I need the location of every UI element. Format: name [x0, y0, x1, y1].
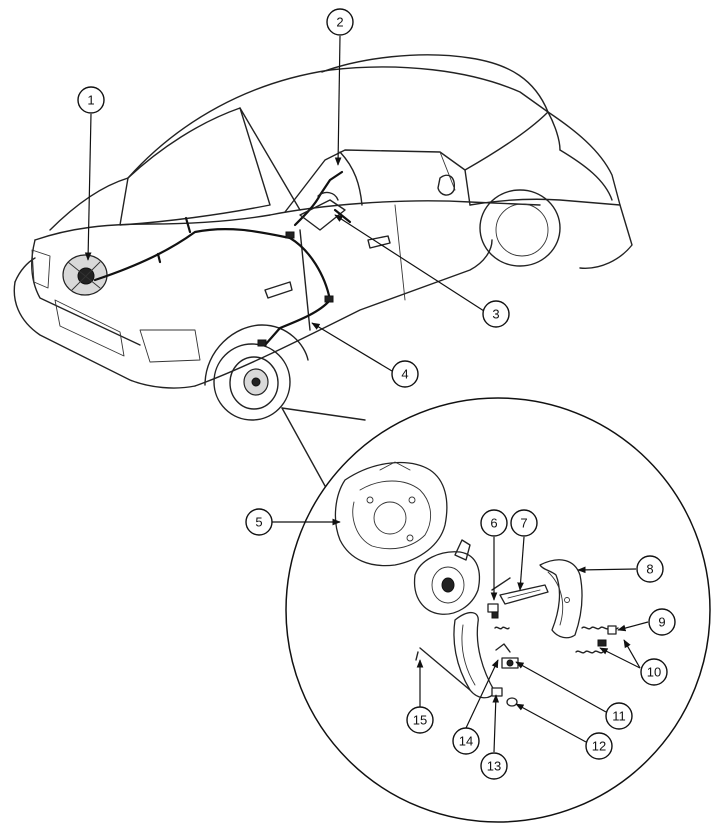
callout-6: 6 [480, 509, 508, 537]
callout-4: 4 [391, 360, 419, 388]
callout-11-label: 11 [612, 709, 626, 724]
callout-7: 7 [510, 509, 538, 537]
hub-adapter [413, 539, 481, 615]
small-spring [494, 626, 510, 630]
leader-lines [84, 35, 649, 753]
callout-2-label: 2 [336, 15, 343, 30]
hold-down-pin [487, 577, 511, 619]
callout-11: 11 [605, 702, 633, 730]
callout-15: 15 [406, 706, 434, 734]
callout-8-label: 8 [646, 562, 653, 577]
callout-12: 12 [585, 732, 613, 760]
callout-1: 1 [77, 86, 105, 114]
strut-rod [419, 647, 471, 691]
parking-brake-cables [62, 170, 352, 347]
callout-12-label: 12 [592, 739, 606, 754]
callout-14-label: 14 [459, 734, 473, 749]
callout-13: 13 [480, 752, 508, 780]
sedan-car-outline [13, 54, 633, 421]
callout-6-label: 6 [490, 516, 497, 531]
callout-5: 5 [245, 508, 273, 536]
callout-14: 14 [452, 727, 480, 755]
callout-7-label: 7 [520, 516, 527, 531]
clip [491, 687, 503, 697]
parking-lever [499, 584, 549, 605]
callout-4-label: 4 [401, 367, 408, 382]
callout-3: 3 [482, 300, 510, 328]
callout-1-label: 1 [87, 93, 94, 108]
callout-10: 10 [640, 658, 668, 686]
callout-5-label: 5 [255, 515, 262, 530]
exploded-brake-parts [334, 461, 619, 707]
callout-3-label: 3 [492, 307, 499, 322]
callout-2: 2 [326, 8, 354, 36]
callout-13-label: 13 [487, 759, 501, 774]
return-springs [575, 625, 619, 654]
callout-15-label: 15 [413, 713, 427, 728]
washer [506, 697, 518, 707]
adjuster [495, 643, 519, 669]
callout-10-label: 10 [647, 665, 661, 680]
callout-8: 8 [636, 555, 664, 583]
backing-plate [334, 461, 448, 567]
callout-9: 9 [648, 608, 676, 636]
callout-9-label: 9 [658, 615, 665, 630]
